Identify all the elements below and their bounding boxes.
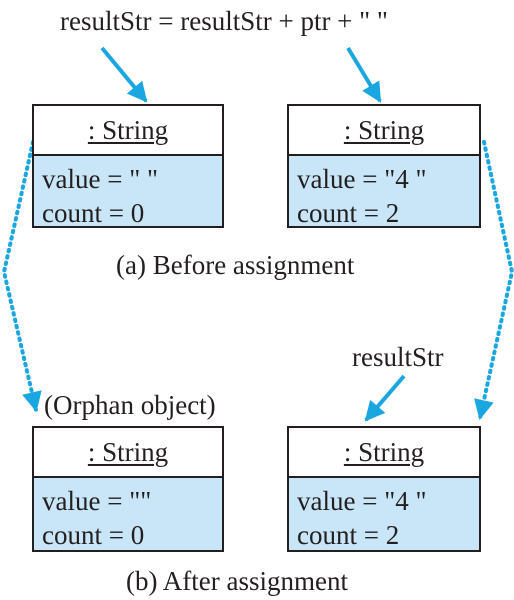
object-header: : String (34, 428, 222, 478)
count-field: count = 0 (42, 520, 145, 550)
value-field: value = "" (42, 486, 152, 516)
caption-before: (a) Before assignment (116, 250, 355, 280)
resultstr-label: resultStr (352, 342, 444, 372)
orphan-object-label: (Orphan object) (44, 390, 216, 420)
caption-after: (b) After assignment (126, 566, 348, 596)
string-object-before-left: : String value = " " count = 0 (32, 104, 224, 228)
count-field: count = 2 (297, 198, 400, 228)
value-field: value = "4 " (297, 486, 427, 516)
object-header: : String (34, 106, 222, 156)
object-header: : String (289, 428, 479, 478)
count-field: count = 0 (42, 198, 145, 228)
string-object-after-left: : String value = "" count = 0 (32, 426, 224, 552)
object-header: : String (289, 106, 479, 156)
arrow-ptr-to-before-right (346, 46, 382, 103)
arrow-resultstr-to-before-left (100, 46, 148, 103)
count-field: count = 2 (297, 520, 400, 550)
object-fields: value = " " count = 0 (34, 156, 222, 228)
string-object-after-right: : String value = "4 " count = 2 (287, 426, 481, 552)
dotted-arrow-right (474, 140, 514, 420)
object-fields: value = "4 " count = 2 (289, 478, 479, 550)
object-fields: value = "4 " count = 2 (289, 156, 479, 228)
arrow-resultstr-to-after-right (364, 374, 406, 422)
string-object-before-right: : String value = "4 " count = 2 (287, 104, 481, 228)
value-field: value = " " (42, 164, 158, 194)
value-field: value = "4 " (297, 164, 427, 194)
object-fields: value = "" count = 0 (34, 478, 222, 550)
assignment-statement: resultStr = resultStr + ptr + " " (60, 6, 388, 36)
